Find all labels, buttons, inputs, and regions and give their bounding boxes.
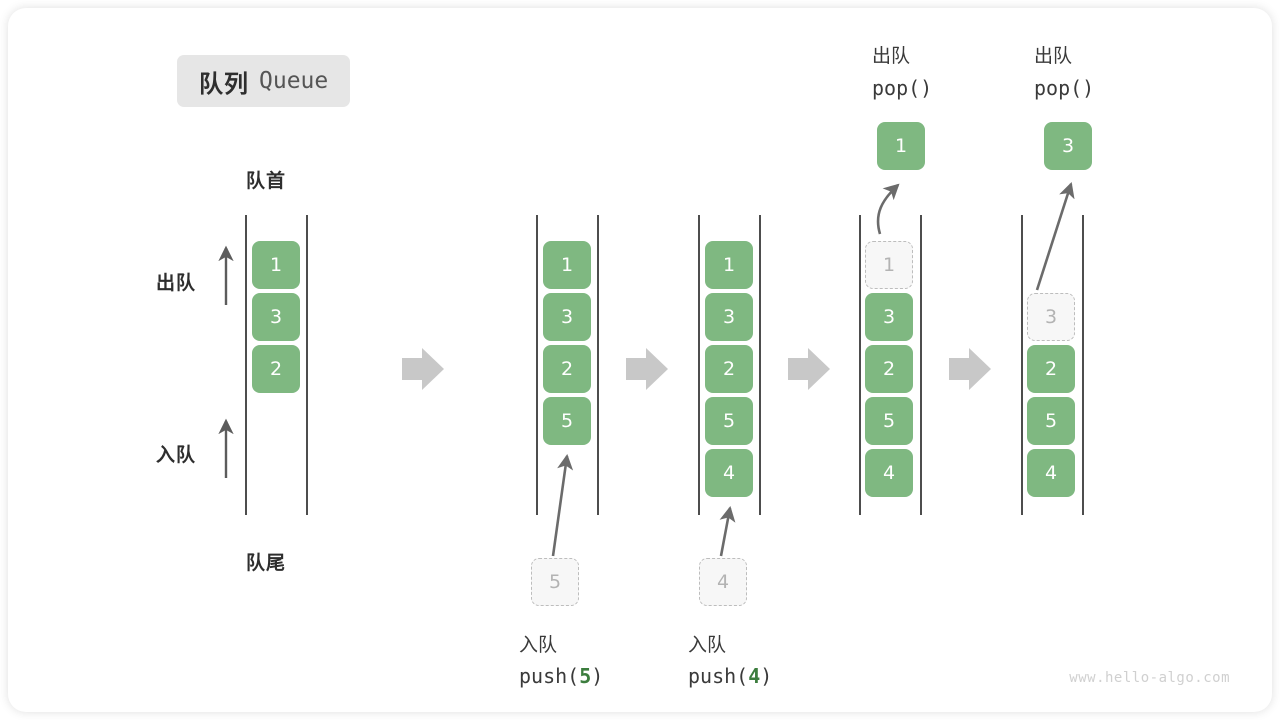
push-code-suffix: ) bbox=[591, 664, 604, 688]
watermark: www.hello-algo.com bbox=[1069, 670, 1230, 686]
queue-cell: 4 bbox=[865, 449, 913, 497]
queue-cell: 5 bbox=[1027, 397, 1075, 445]
popped-slot-ghost: 1 bbox=[865, 241, 913, 289]
push-incoming-arrow-col3 bbox=[719, 505, 736, 557]
pop-label-code-col5: pop() bbox=[1034, 76, 1095, 100]
push-label-cn-col3: 入队 bbox=[688, 634, 727, 656]
queue-rail-right-col2 bbox=[597, 215, 599, 515]
queue-rail-right-col4 bbox=[920, 215, 922, 515]
queue-cell: 2 bbox=[252, 345, 300, 393]
queue-cell: 1 bbox=[705, 241, 753, 289]
queue-rail-right-col1 bbox=[306, 215, 308, 515]
label-queue-head: 队首 bbox=[246, 170, 287, 192]
push-code-prefix: push( bbox=[519, 664, 580, 688]
queue-cell: 5 bbox=[865, 397, 913, 445]
push-code-arg: 4 bbox=[748, 664, 761, 688]
queue-cell-pushed: 5 bbox=[543, 397, 591, 445]
incoming-value-ghost: 5 bbox=[531, 558, 579, 606]
push-label-code-col2: push(5) bbox=[519, 664, 603, 688]
queue-cell: 2 bbox=[1027, 345, 1075, 393]
title-chinese: 队列 bbox=[199, 69, 249, 98]
title-badge: 队列 Queue bbox=[177, 55, 351, 107]
queue-cell: 2 bbox=[865, 345, 913, 393]
queue-rail-left-col3 bbox=[698, 215, 700, 515]
queue-rail-left-col1 bbox=[245, 215, 247, 515]
queue-cell: 3 bbox=[252, 293, 300, 341]
queue-cell: 5 bbox=[705, 397, 753, 445]
label-push-direction: 入队 bbox=[156, 444, 197, 466]
arrows-overlay bbox=[218, 182, 1075, 557]
popped-value-cell: 3 bbox=[1044, 122, 1092, 170]
queue-cell: 1 bbox=[252, 241, 300, 289]
queue-rail-right-col3 bbox=[759, 215, 761, 515]
queue-rail-left-col5 bbox=[1021, 215, 1023, 515]
queue-cell: 3 bbox=[705, 293, 753, 341]
push-code-suffix: ) bbox=[760, 664, 773, 688]
queue-cell: 1 bbox=[543, 241, 591, 289]
pop-outgoing-arrow-col4 bbox=[876, 183, 900, 235]
popped-value-cell: 1 bbox=[877, 122, 925, 170]
push-label-code-col3: push(4) bbox=[688, 664, 772, 688]
queue-rail-right-col5 bbox=[1082, 215, 1084, 515]
push-label-cn-col2: 入队 bbox=[519, 634, 558, 656]
step-arrow bbox=[626, 348, 668, 390]
label-pop-direction: 出队 bbox=[156, 272, 197, 294]
push-code-prefix: push( bbox=[688, 664, 749, 688]
queue-cell: 3 bbox=[865, 293, 913, 341]
pop-label-cn-col4: 出队 bbox=[872, 45, 911, 67]
step-arrow bbox=[949, 348, 991, 390]
push-incoming-arrow-col2 bbox=[551, 453, 574, 557]
pop-label-cn-col5: 出队 bbox=[1034, 45, 1073, 67]
queue-rail-left-col4 bbox=[859, 215, 861, 515]
push-code-arg: 5 bbox=[579, 664, 592, 688]
queue-cell: 2 bbox=[705, 345, 753, 393]
pop-label-code-col4: pop() bbox=[872, 76, 933, 100]
queue-cell: 3 bbox=[543, 293, 591, 341]
queue-rail-left-col2 bbox=[536, 215, 538, 515]
queue-cell-pushed: 4 bbox=[705, 449, 753, 497]
queue-cell: 4 bbox=[1027, 449, 1075, 497]
step-arrow bbox=[788, 348, 830, 390]
diagram-card: 队列 Queue 队首 队尾 出队 入队 1 3 2 1 3 2 5 5 入队 … bbox=[8, 8, 1272, 712]
popped-slot-ghost: 3 bbox=[1027, 293, 1075, 341]
queue-cell: 2 bbox=[543, 345, 591, 393]
title-english: Queue bbox=[259, 68, 329, 94]
pop-outgoing-arrow-col5 bbox=[1035, 182, 1075, 291]
label-queue-tail: 队尾 bbox=[246, 552, 287, 574]
step-arrow bbox=[402, 348, 444, 390]
incoming-value-ghost: 4 bbox=[699, 558, 747, 606]
